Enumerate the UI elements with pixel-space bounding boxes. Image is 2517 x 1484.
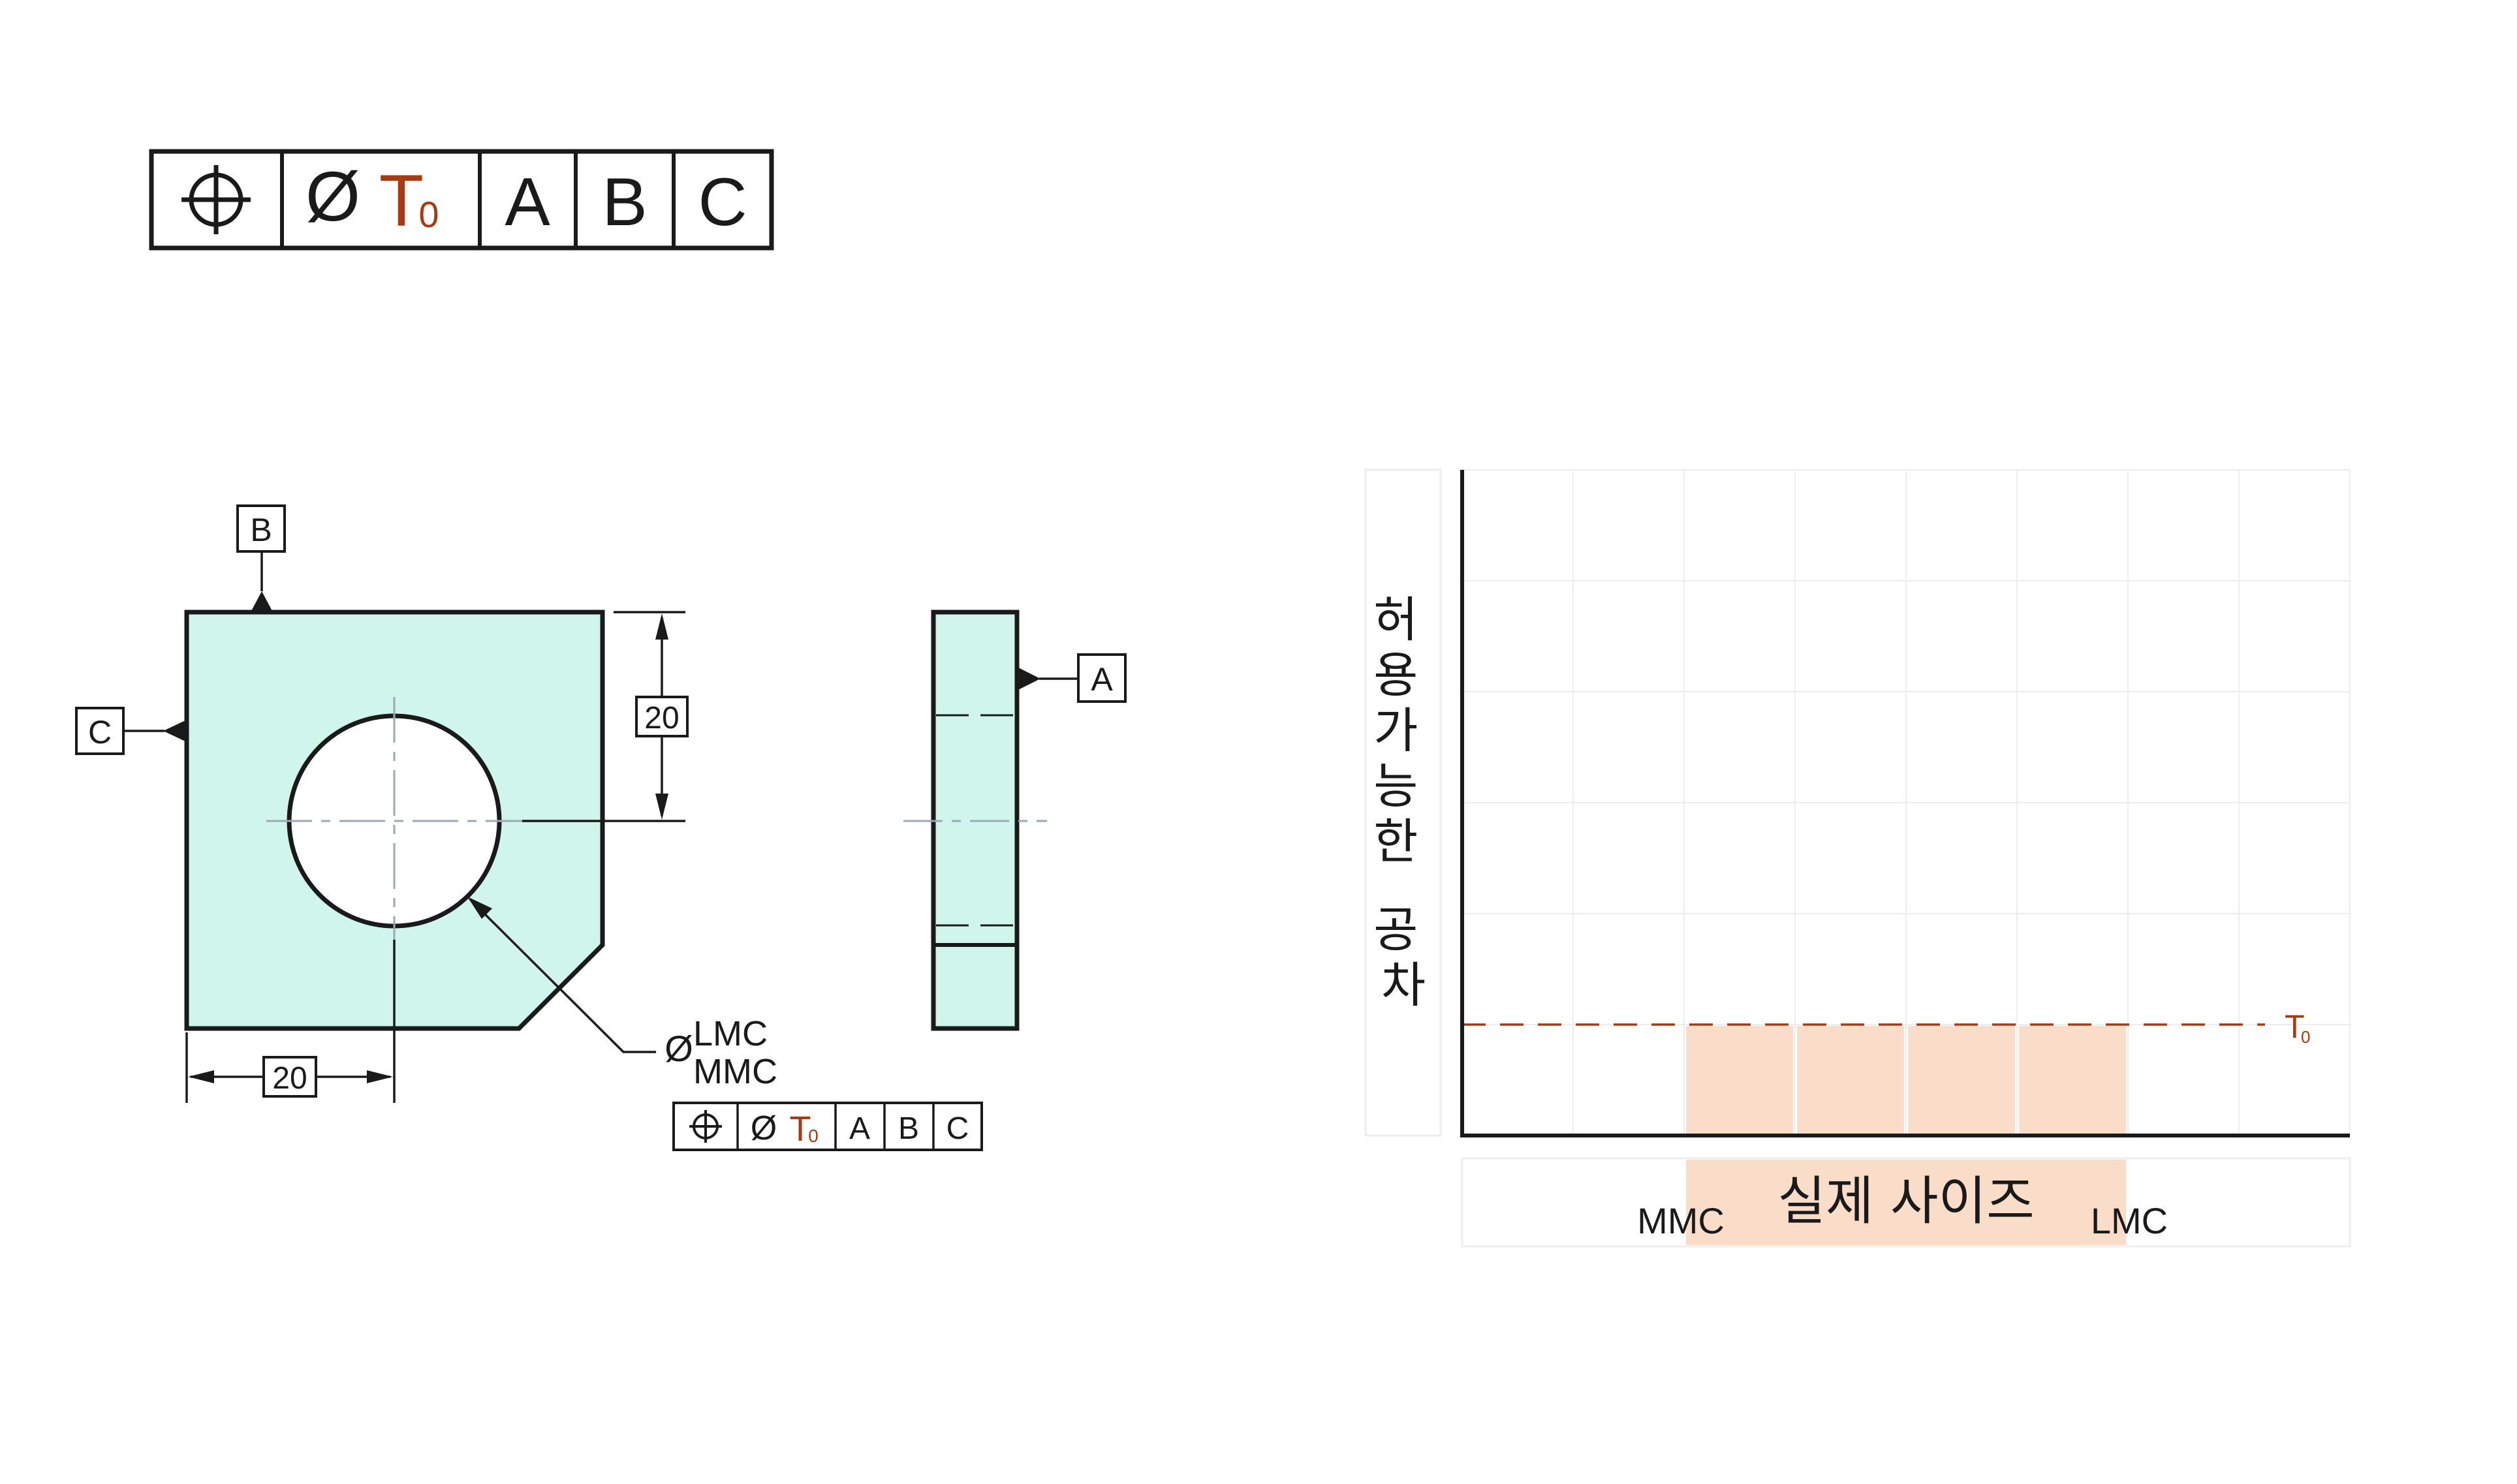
- fcf-diameter-symbol: Ø: [305, 157, 360, 236]
- y-label-char-2: 용: [1373, 647, 1418, 703]
- y-label-char-4: 능: [1373, 758, 1418, 814]
- y-label-box: [1364, 469, 1442, 1137]
- fcf-small-tolerance-subscript: 0: [808, 1126, 819, 1146]
- lmc-label: LMC: [2091, 1200, 2168, 1241]
- fcf-small-diameter-symbol: Ø: [751, 1109, 777, 1147]
- y-label-char-7: 차: [1381, 957, 1426, 1013]
- fcf-small-datum-a: A: [849, 1111, 870, 1146]
- y-label-char-1: 허: [1373, 592, 1418, 648]
- datum-c-marker: C: [75, 707, 187, 755]
- datum-c-label: C: [88, 714, 112, 750]
- fcf-datum-b: B: [602, 164, 647, 240]
- callout-lmc: LMC: [693, 1014, 768, 1053]
- fcf-tolerance-letter: T: [379, 160, 424, 241]
- datum-b-label: B: [250, 512, 272, 548]
- dim-vertical-value: 20: [644, 701, 679, 735]
- mmc-label: MMC: [1637, 1200, 1725, 1241]
- fcf-small-datum-b: B: [898, 1111, 919, 1146]
- feature-control-frame-small: Ø T 0 A B C: [672, 1102, 983, 1151]
- tolerance-zone-col-4: [2019, 1026, 2126, 1134]
- tolerance-zone: [1686, 1026, 2126, 1134]
- fcf-small-datum-c: C: [946, 1111, 969, 1146]
- feature-control-frame-large: Ø T 0 A B C: [149, 149, 774, 251]
- y-label-char-6: 공: [1373, 902, 1418, 958]
- fcf-small-tolerance-letter: T: [790, 1109, 811, 1149]
- tolerance-chart: 허 용 가 능 한 공 차: [1364, 469, 2351, 1248]
- callout-diameter-symbol: Ø: [664, 1028, 693, 1069]
- datum-a-label: A: [1091, 661, 1113, 698]
- fcf-datum-a: A: [505, 164, 550, 240]
- part-side-view: [903, 610, 1047, 1031]
- tolerance-zone-col-3: [1908, 1026, 2015, 1134]
- callout-mmc: MMC: [693, 1052, 777, 1091]
- part-front-view: [184, 610, 685, 1103]
- y-label-char-5: 한: [1373, 814, 1418, 870]
- tolerance-zone-col-2: [1797, 1026, 1904, 1134]
- y-axis-label: 허 용 가 능 한 공 차: [1373, 592, 1433, 1013]
- dimension-horizontal: 20: [188, 1056, 393, 1098]
- position-icon: [689, 1110, 722, 1143]
- t0-label-letter: T: [2285, 1008, 2305, 1045]
- datum-b-marker: B: [236, 504, 286, 612]
- tolerance-zone-col-1: [1686, 1026, 1793, 1134]
- t0-label-subscript: 0: [2301, 1027, 2310, 1047]
- fcf-datum-c: C: [698, 164, 747, 240]
- datum-a-marker: A: [1017, 653, 1127, 703]
- fcf-border: [149, 149, 774, 251]
- x-label-tolerance-band: [1686, 1160, 2126, 1245]
- x-axis-label: 실제 사이즈: [1777, 1171, 2034, 1231]
- dimension-vertical: 20: [635, 613, 689, 820]
- y-label-char-3: 가: [1373, 703, 1418, 759]
- hole-callout-leader: [467, 897, 656, 1053]
- fcf-tolerance-subscript: 0: [418, 194, 439, 235]
- position-icon: [181, 165, 251, 234]
- chart-grid: [1462, 469, 2351, 1136]
- dim-horizontal-value: 20: [272, 1061, 307, 1096]
